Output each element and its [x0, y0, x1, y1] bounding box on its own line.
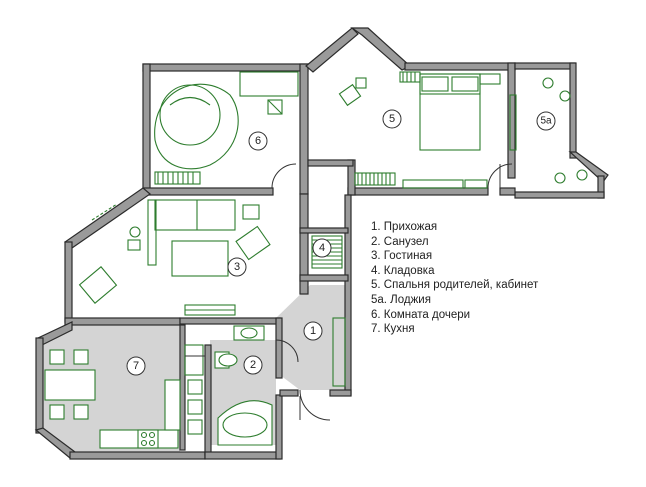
- legend-item: 1. Прихожая: [371, 221, 438, 233]
- legend-item: 5а. Лоджия: [371, 293, 431, 306]
- room-marker-label: 2: [250, 359, 256, 371]
- room-marker-label: 5a: [540, 116, 552, 127]
- legend-item: 5. Спальня родителей, кабинет: [371, 279, 539, 292]
- room-marker-label: 3: [234, 261, 240, 273]
- room-marker-3: 3: [227, 257, 247, 277]
- room-marker-1: 1: [303, 321, 323, 341]
- room-marker-4: 4: [312, 238, 332, 258]
- loggia-furniture: [542, 77, 588, 184]
- living-room-furniture: [78, 199, 271, 304]
- bedroom-furniture: [338, 71, 517, 189]
- hallway-fixtures: [275, 317, 346, 421]
- room-marker-7: 7: [126, 356, 146, 376]
- bathroom-fixtures: [184, 304, 273, 446]
- room-marker-5a: 5a: [536, 111, 556, 131]
- room-legend: 1. Прихожая 2. Санузел 3. Гостиная 4. Кл…: [371, 220, 538, 337]
- legend-item: 7. Кухня: [371, 323, 415, 336]
- legend-item: 4. Кладовка: [371, 264, 435, 277]
- room-marker-label: 1: [310, 325, 316, 337]
- legend-item: 2. Санузел: [371, 235, 429, 248]
- kitchen-furniture: [44, 344, 205, 449]
- room-marker-6: 6: [248, 131, 268, 151]
- room-marker-label: 7: [133, 360, 139, 372]
- room-marker-label: 5: [389, 113, 395, 125]
- room6-furniture: [154, 71, 299, 189]
- room-marker-5: 5: [382, 109, 402, 129]
- walls: [34, 27, 609, 460]
- room-marker-2: 2: [243, 355, 263, 375]
- legend-item: 6. Комната дочери: [371, 308, 471, 321]
- legend-item: 3. Гостиная: [371, 250, 433, 263]
- room-marker-label: 6: [255, 135, 261, 147]
- room-marker-label: 4: [319, 242, 325, 254]
